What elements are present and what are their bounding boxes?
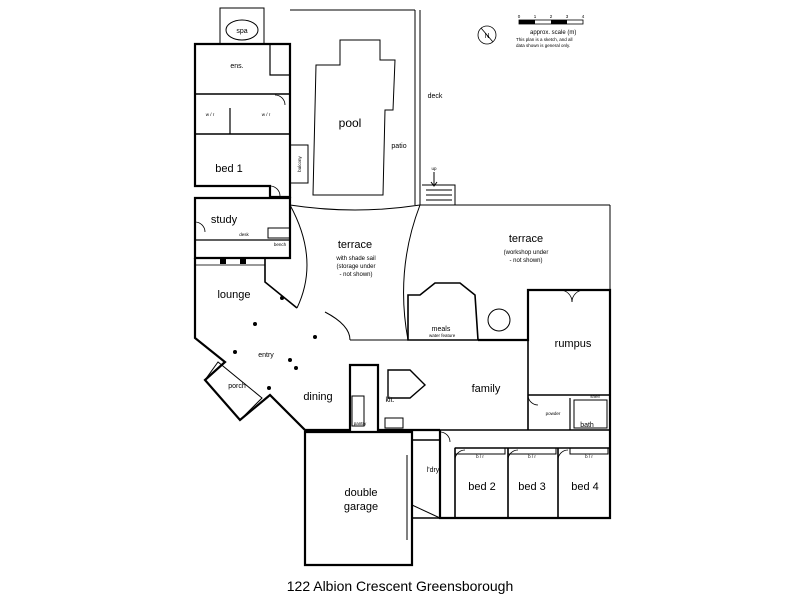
label-terrace-1-note-3: - not shown) [339,272,372,278]
label-double: double [344,487,377,499]
label-garage: garage [344,501,378,513]
label-terrace-1-note-2: (storage under [336,264,375,270]
label-deck: deck [428,93,443,100]
label-water-feature: water feature [429,333,456,338]
label-meals: meals [432,326,451,333]
label-shelf: shelf [590,394,600,399]
label-ensuite: ens. [230,63,243,70]
porch-outline [204,361,263,421]
label-robe-4: b / r [585,454,593,459]
label-dining: dining [303,391,332,403]
water-feature-basin [487,308,511,332]
spa-tub [219,7,265,45]
label-rumpus: rumpus [555,338,592,350]
scale-tick-0: 0 [518,14,521,19]
garage-outline [303,430,414,567]
label-study: study [211,214,238,226]
label-lounge: lounge [217,289,250,301]
label-terrace-2-note-2: - not shown) [509,258,542,264]
scale-tick-3: 3 [566,14,569,19]
scale-tick-1: 1 [534,14,537,19]
label-bath: bath [580,422,594,429]
label-wir-2: w / r [262,112,271,117]
balcony-outline [289,144,309,184]
compass: N [477,25,497,45]
label-porch: porch [228,383,246,390]
label-desk: desk [239,232,249,237]
label-bed-1: bed 1 [215,163,243,175]
label-wir-1: w / r [206,112,215,117]
disclaimer-line-1: This plan is a sketch, and all [516,37,573,42]
label-robe-3: b / r [528,454,536,459]
label-entry: entry [258,352,274,359]
label-terrace-1-note-1: with shade sail [335,256,375,262]
label-family: family [472,383,501,395]
meals-bay [407,282,479,341]
label-pantry: pantry [354,421,367,426]
scale-tick-2: 2 [550,14,553,19]
label-terrace-1: terrace [338,239,372,251]
label-patio: patio [391,143,406,150]
label-pool: pool [339,116,362,130]
compass-rose-icon [477,25,497,45]
label-balcony: balcony [297,155,302,171]
label-terrace-2-note-1: (workshop under [504,250,549,256]
label-kitchen: kit. [386,397,395,404]
scale-bar: 0 1 2 3 4 approx. scale (m) This plan is… [516,14,585,48]
label-robe-2: b / r [476,454,484,459]
kitchen-island [387,369,427,399]
label-bed-4: bed 4 [571,481,599,493]
label-up: up [431,166,437,171]
label-bed-3: bed 3 [518,481,546,493]
pool-outline [312,39,396,196]
plan-title: 122 Albion Crescent Greensborough [286,578,514,594]
living-outline [193,258,440,432]
label-bench: bench [274,242,287,247]
study-outline [193,196,292,260]
label-laundry: l'dry [427,467,440,474]
label-powder: powder [546,411,561,416]
compass-north-label: N [484,33,489,40]
scale-tick-4: 4 [582,14,585,19]
disclaimer-line-2: data shown is general only. [516,43,570,48]
scale-label: approx. scale (m) [530,30,576,36]
label-terrace-2: terrace [509,233,543,245]
label-bed-2: bed 2 [468,481,496,493]
label-spa: spa [236,28,247,35]
